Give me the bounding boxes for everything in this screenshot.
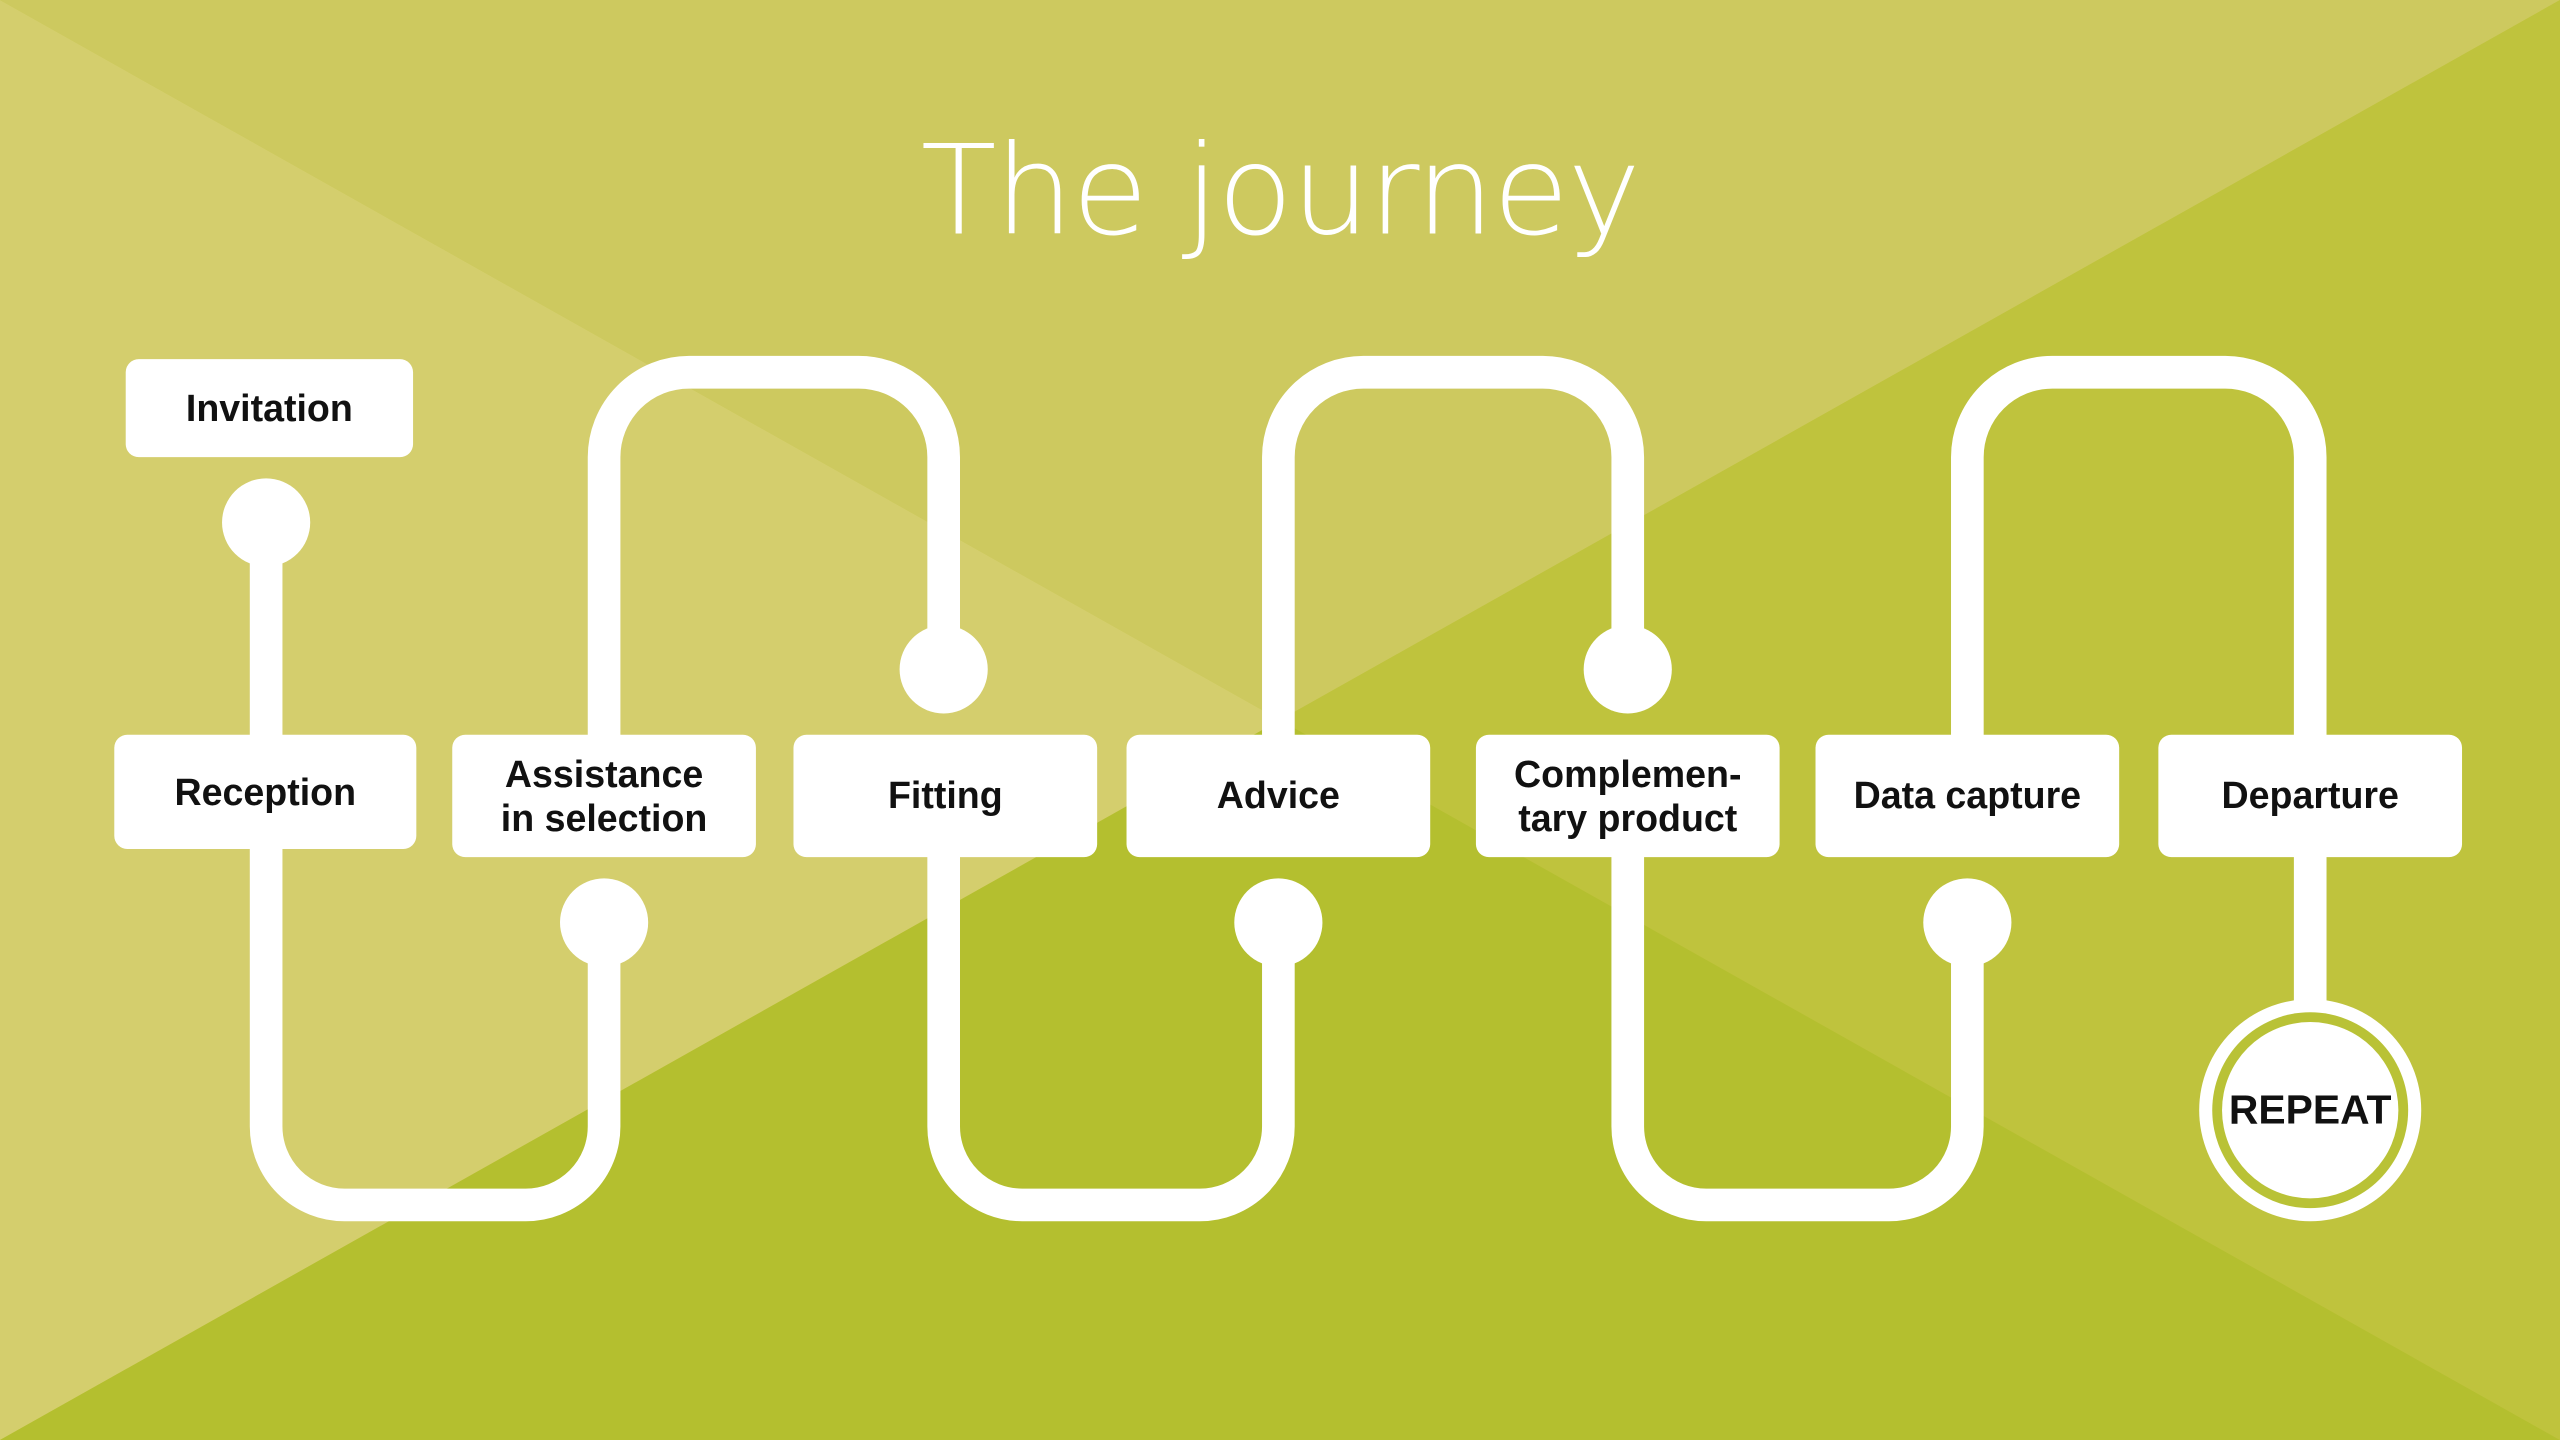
node-dot <box>560 878 649 967</box>
step-complementary-product: Complemen-tary product <box>1475 734 1780 858</box>
step-invitation: Invitation <box>125 359 414 458</box>
step-label: Advice <box>1216 773 1340 817</box>
connector-data-departure <box>1951 355 2327 752</box>
step-data-capture: Data capture <box>1815 734 2120 858</box>
bg-top-triangle <box>0 0 2560 720</box>
step-label: Invitation <box>185 386 353 429</box>
node-dot <box>1583 625 1672 714</box>
step-label: in selection <box>500 795 708 839</box>
connector-assistance-fitting <box>587 355 960 752</box>
node-dot <box>1923 878 2012 967</box>
node-dot <box>1234 878 1323 967</box>
connector-fitting-advice <box>927 848 1295 1222</box>
step-label: Assistance <box>504 751 704 795</box>
step-advice: Advice <box>1126 734 1431 858</box>
connector-invitation-assistance <box>249 522 621 1222</box>
connector-complementary-data <box>1611 848 1984 1222</box>
node-dot <box>899 625 988 714</box>
step-label: Complemen- <box>1514 751 1742 795</box>
connector-advice-complementary <box>1262 355 1645 752</box>
node-dot <box>222 478 311 567</box>
step-departure: Departure <box>2158 734 2463 858</box>
step-reception: Reception <box>114 734 417 849</box>
step-label: tary product <box>1518 795 1738 839</box>
step-fitting: Fitting <box>793 734 1098 858</box>
page-title: The journey <box>920 117 1641 263</box>
step-label: Departure <box>2221 773 2399 817</box>
repeat-label: REPEAT <box>2222 1022 2399 1199</box>
repeat-circle: REPEAT <box>2199 999 2422 1222</box>
step-label: Data capture <box>1853 773 2082 817</box>
step-label: Reception <box>174 769 357 813</box>
step-label: Fitting <box>887 773 1003 817</box>
